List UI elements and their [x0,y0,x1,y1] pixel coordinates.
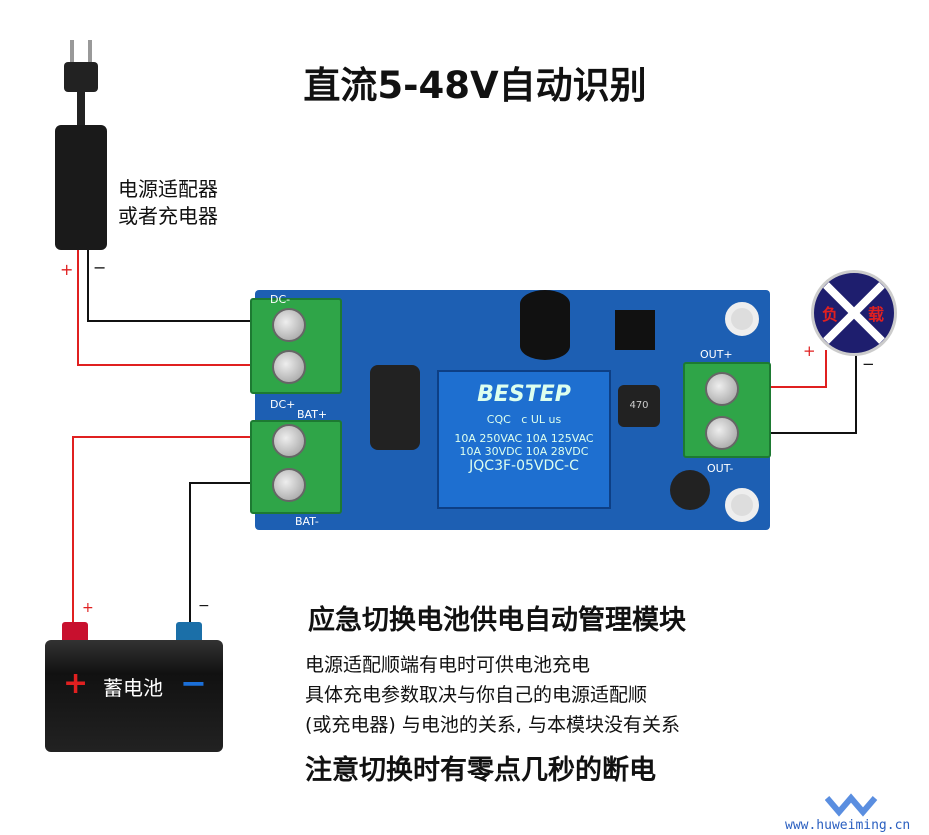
relay-brand: BESTEP [477,382,571,407]
screw [272,350,306,384]
adapter-minus: − [93,258,107,277]
battery-terminal-minus [176,622,202,644]
terminal-dc [250,298,342,394]
silk-bat-minus: BAT- [295,515,319,528]
page-title: 直流5-48V自动识别 [303,64,647,107]
screw [272,424,306,458]
battery-minus: − [180,664,207,702]
mount-hole [725,302,759,336]
ferrite-choke [370,365,420,450]
battery-terminal-plus-label: + [82,600,94,616]
battery: + 蓄电池 − [45,640,223,752]
silk-bat-plus: BAT+ [297,408,328,421]
load-label: 负 [822,305,839,324]
battery-terminal-plus [62,622,88,644]
watermark-text: www.huweiming.cn [785,818,911,833]
warning-text: 注意切换时有零点几秒的断电 [305,755,656,786]
silk-dc-plus: DC+ [270,398,296,411]
ic-chip [615,310,655,350]
load-minus: − [862,355,875,373]
watermark-logo-icon [824,788,885,818]
screw [705,416,739,450]
terminal-out [683,362,771,458]
relay: BESTEP CQC c UL us 10A 250VAC 10A 125VAC… [437,370,611,509]
plug-pin [88,40,92,65]
relay-rating: 10A 250VAC 10A 125VAC [454,432,594,445]
battery-label: 蓄电池 [103,676,163,700]
silk-out-minus: OUT- [707,462,734,475]
silk-dc-minus: DC- [270,293,291,306]
load-icon: 负 载 [811,270,897,356]
battery-plus: + [63,666,89,701]
relay-ul: c UL us [521,413,562,426]
relay-cert: CQC [486,413,511,426]
adapter-plus: + [60,260,74,279]
relay-rating: 10A 30VDC 10A 28VDC [459,445,589,458]
description-line: 具体充电参数取决与你自己的电源适配顺 [305,684,648,706]
silk-out-plus: OUT+ [700,348,733,361]
capacitor [520,290,570,360]
plug-head [64,62,98,92]
mount-hole [725,488,759,522]
plug-pin [70,40,74,65]
terminal-bat [250,420,342,514]
screw [272,468,306,502]
module-heading: 应急切换电池供电自动管理模块 [308,605,686,636]
load-label: 载 [868,305,885,324]
screw [705,372,739,406]
adapter-label: 电源适配器 [118,177,218,201]
small-capacitor [670,470,710,510]
inductor: 470 [618,385,660,427]
adapter-label: 或者充电器 [118,204,218,228]
description-line: 电源适配顺端有电时可供电池充电 [305,654,591,676]
load-plus: + [803,342,816,360]
screw [272,308,306,342]
adapter-box [55,125,107,250]
description-line: (或充电器) 与电池的关系, 与本模块没有关系 [305,714,680,736]
plug-cable [77,90,85,128]
battery-terminal-minus-label: − [198,598,210,614]
relay-model: JQC3F-05VDC-C [469,458,579,474]
